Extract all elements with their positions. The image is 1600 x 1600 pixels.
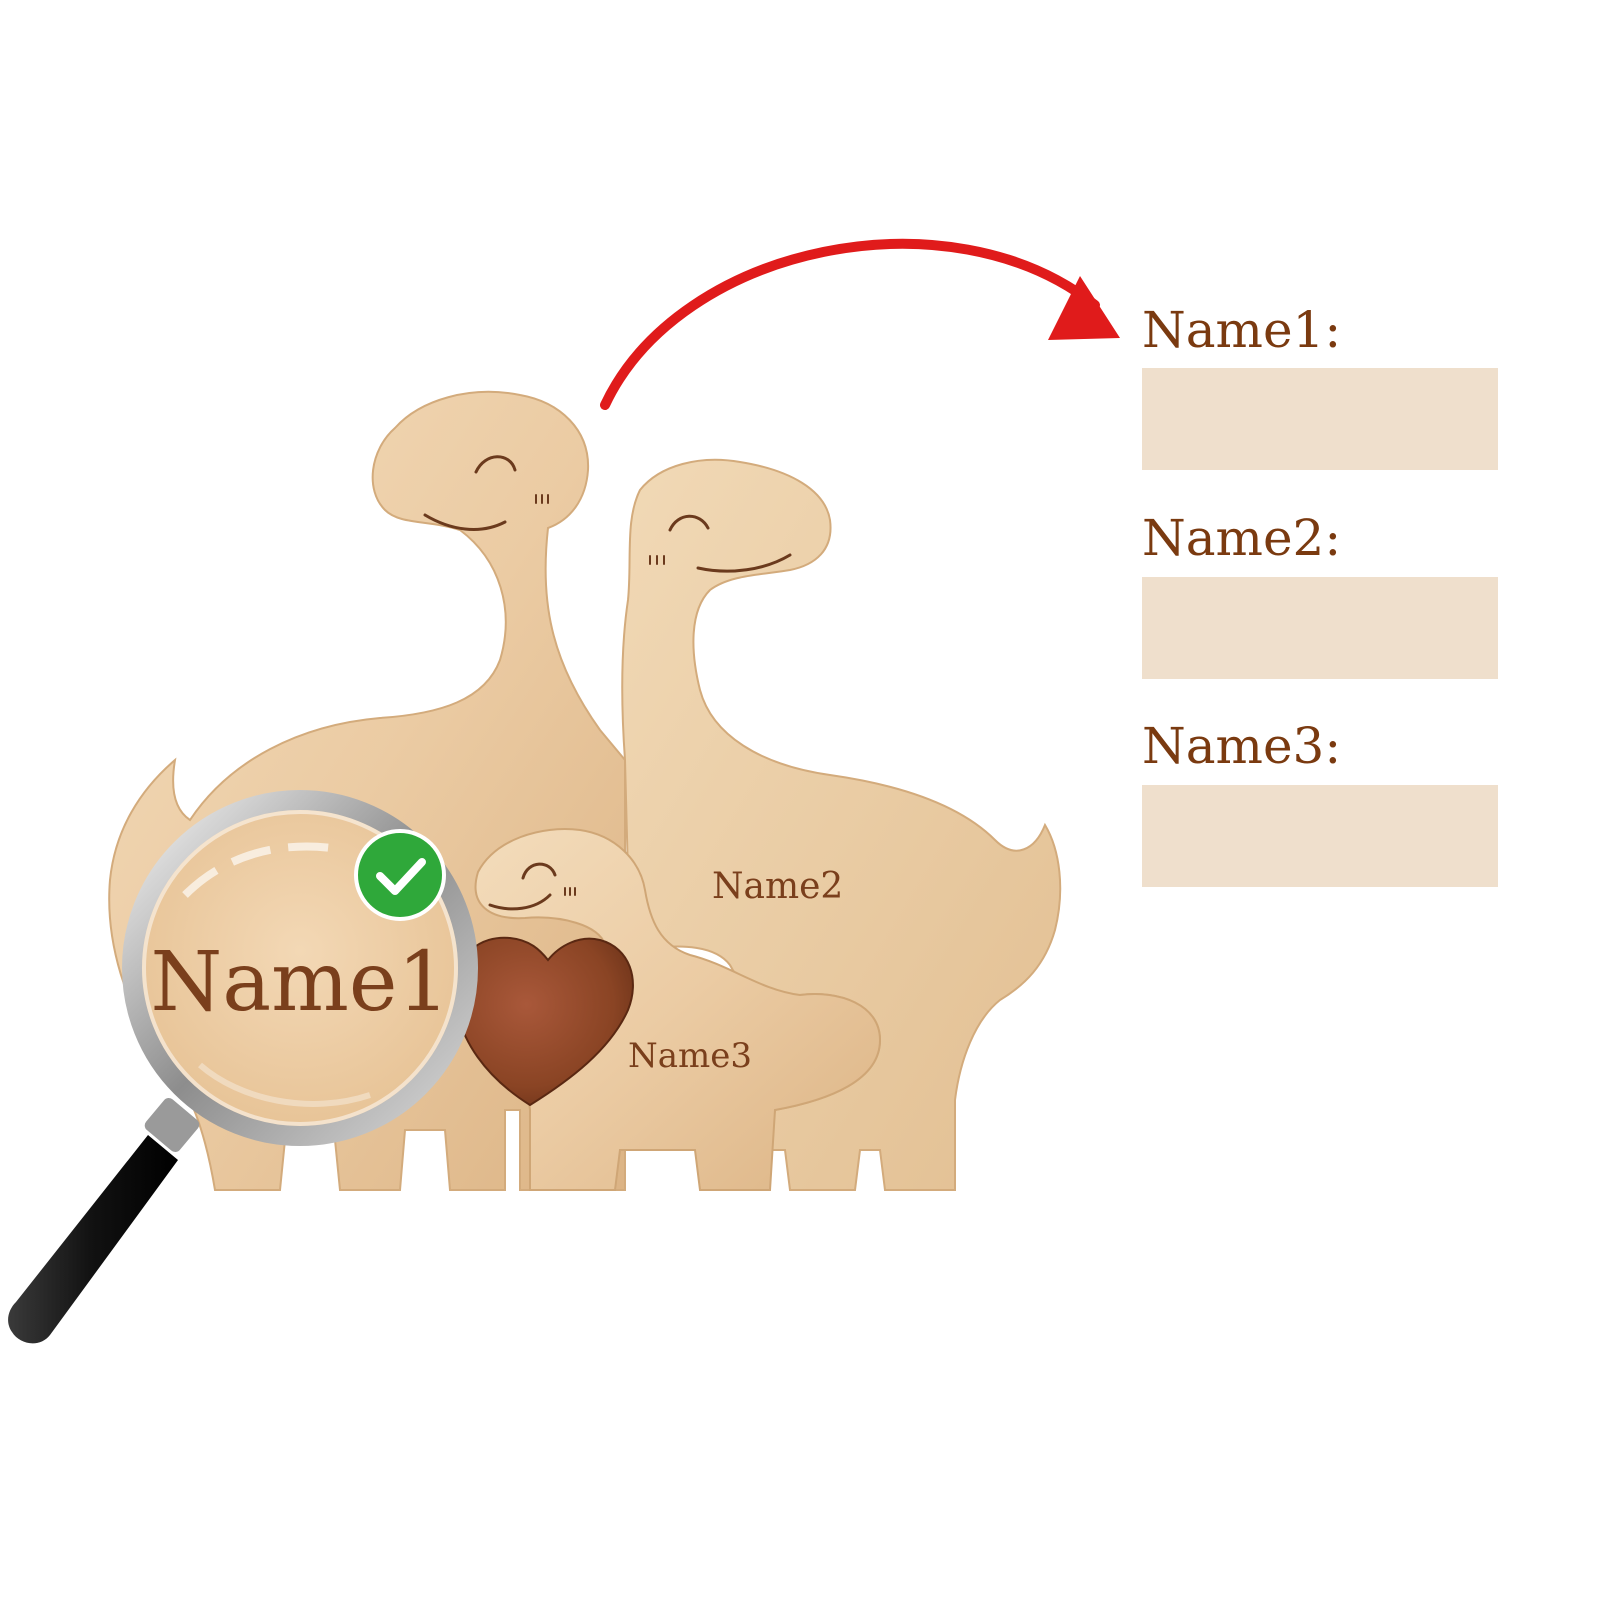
name3-label: Name3: — [1142, 717, 1342, 775]
big-dinosaur-face — [423, 455, 549, 531]
name1-label: Name1: — [1142, 301, 1342, 359]
baby-dinosaur-face — [488, 862, 576, 911]
magnifier-handle — [8, 1135, 178, 1344]
name2-input-box[interactable] — [1142, 577, 1498, 679]
name1-input-box[interactable] — [1142, 368, 1498, 470]
name2-label: Name2: — [1142, 509, 1342, 567]
arrow-head-icon — [1048, 276, 1120, 340]
name3-input-box[interactable] — [1142, 785, 1498, 887]
medium-dinosaur-piece — [621, 458, 1062, 1191]
engraving-name2: Name2 — [712, 866, 843, 907]
magnified-engraving-name1: Name1 — [150, 935, 449, 1030]
curved-arrow-icon — [600, 238, 1120, 410]
engraving-name3: Name3 — [628, 1036, 752, 1076]
medium-dinosaur-face — [649, 514, 792, 573]
magnifier-collar — [144, 1097, 200, 1153]
checkmark-icon — [354, 829, 446, 921]
